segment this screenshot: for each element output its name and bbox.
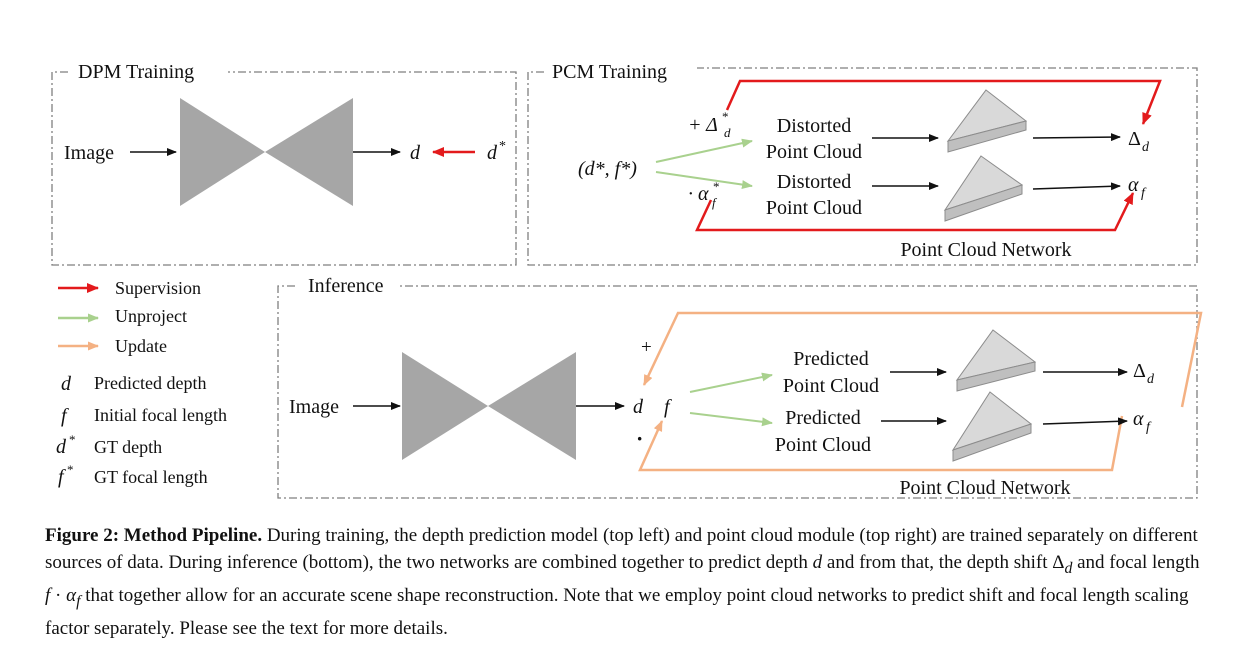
dpm-encoder-shape bbox=[180, 98, 265, 206]
caption-text-2: and from that, the depth shift bbox=[822, 552, 1053, 573]
caption-var-d: d bbox=[812, 552, 823, 573]
legend-symbol-fstar-sup: * bbox=[67, 462, 74, 477]
legend-symbol-fstar: f bbox=[58, 466, 66, 488]
pcm-output-shift: Δ bbox=[1128, 128, 1141, 150]
caption-text-1: During training, the depth prediction mo… bbox=[45, 525, 1198, 573]
dpm-panel-border bbox=[51, 71, 517, 266]
inference-unproject-arrow-bottom bbox=[689, 412, 773, 427]
caption-var-dot: · bbox=[50, 584, 67, 606]
inference-panel: Inference Image d f + · Predicted Point … bbox=[277, 275, 1203, 499]
inference-unproject-arrow-top bbox=[689, 372, 773, 393]
pcm-output-shift-sub: d bbox=[1142, 140, 1150, 155]
pcm-distorted-bottom-line2: Point Cloud bbox=[766, 197, 862, 219]
inference-predicted-top-line1: Predicted bbox=[793, 348, 869, 370]
inference-update-loop-bottom bbox=[638, 415, 1124, 472]
caption-var-f: f bbox=[45, 584, 51, 606]
pcm-point-cloud-network-top bbox=[946, 89, 1028, 153]
pcm-point-cloud-network-bottom bbox=[943, 155, 1024, 222]
pcm-scale-sub: f bbox=[712, 195, 718, 210]
pcm-shift-sup: * bbox=[722, 109, 729, 124]
inference-panel-title: Inference bbox=[308, 275, 384, 297]
pcm-input-label: (d*, f*) bbox=[578, 158, 637, 180]
dpm-input-label: Image bbox=[64, 142, 114, 164]
inference-dot-symbol: · bbox=[636, 426, 643, 451]
pcm-scale-op: · α bbox=[688, 183, 709, 205]
legend-symbol-d: d bbox=[61, 373, 72, 395]
pcm-supervision-loop-bottom bbox=[695, 192, 1135, 232]
legend-symbol-d-label: Predicted depth bbox=[94, 373, 206, 393]
inference-predicted-top-line2: Point Cloud bbox=[783, 375, 879, 397]
dpm-decoder-shape bbox=[265, 98, 353, 206]
inference-point-cloud-network-top bbox=[955, 329, 1037, 392]
inference-decoder-shape bbox=[488, 352, 576, 460]
inference-focal-symbol: f bbox=[664, 396, 672, 418]
legend-symbol-dstar-sup: * bbox=[69, 432, 76, 447]
legend-symbol-dstar: d bbox=[56, 436, 67, 458]
pcm-supervision-loop-top bbox=[725, 79, 1162, 125]
dpm-training-panel: DPM Training Image d d * bbox=[51, 61, 517, 266]
pcm-shift-sub: d bbox=[724, 125, 731, 140]
caption-text-3: and focal length bbox=[1072, 552, 1200, 573]
inference-predicted-bottom-line2: Point Cloud bbox=[775, 434, 871, 456]
inference-output-scale-sub: f bbox=[1146, 420, 1152, 435]
inference-arrow-to-scale bbox=[1042, 417, 1128, 426]
inference-update-loop-top bbox=[642, 311, 1203, 408]
legend-symbol-fstar-label: GT focal length bbox=[94, 467, 208, 487]
legend-symbol-dstar-label: GT depth bbox=[94, 437, 162, 457]
inference-input-label: Image bbox=[289, 396, 339, 418]
dpm-panel-title: DPM Training bbox=[78, 61, 194, 83]
inference-depth-symbol: d bbox=[633, 396, 644, 418]
inference-plus-symbol: + bbox=[641, 337, 652, 358]
pcm-distorted-top-line2: Point Cloud bbox=[766, 141, 862, 163]
legend: Supervision Unproject Update d Predicted… bbox=[56, 278, 227, 488]
legend-symbol-f-label: Initial focal length bbox=[94, 405, 227, 425]
inference-output-shift: Δ bbox=[1133, 360, 1146, 382]
caption-var-delta: Δ bbox=[1052, 552, 1065, 573]
pcm-output-scale-sub: f bbox=[1141, 186, 1147, 201]
legend-update-label: Update bbox=[115, 336, 167, 356]
caption-label: Figure 2: Method Pipeline. bbox=[45, 525, 263, 546]
inference-panel-border bbox=[277, 285, 1198, 499]
inference-network-label: Point Cloud Network bbox=[899, 477, 1070, 499]
legend-supervision-label: Supervision bbox=[115, 278, 201, 298]
inference-encoder-shape bbox=[402, 352, 488, 460]
caption-var-delta-sub: d bbox=[1064, 559, 1073, 577]
pcm-network-label: Point Cloud Network bbox=[900, 239, 1071, 261]
pcm-scale-sup: * bbox=[713, 179, 720, 194]
pcm-panel-border bbox=[527, 67, 1198, 266]
dpm-output-symbol: d bbox=[410, 142, 421, 164]
caption-text-4: that together allow for an accurate scen… bbox=[45, 584, 1189, 639]
inference-point-cloud-network-bottom bbox=[951, 391, 1033, 462]
pcm-unproject-arrow-bottom bbox=[655, 171, 753, 190]
pcm-arrow-to-shift bbox=[1032, 133, 1121, 142]
legend-unproject-label: Unproject bbox=[115, 306, 187, 326]
inference-output-scale: α bbox=[1133, 408, 1144, 430]
caption-var-alpha-sub: f bbox=[76, 592, 81, 610]
dpm-gt-symbol: d bbox=[487, 142, 498, 164]
pcm-shift-op: + Δ bbox=[688, 114, 718, 136]
pcm-arrow-to-scale bbox=[1032, 182, 1121, 191]
caption-var-alpha: α bbox=[66, 584, 77, 606]
pcm-unproject-arrow-top bbox=[655, 138, 753, 163]
inference-output-shift-sub: d bbox=[1147, 372, 1155, 387]
pcm-panel-title: PCM Training bbox=[552, 61, 667, 83]
pcm-distorted-top-line1: Distorted bbox=[777, 115, 851, 137]
pcm-distorted-bottom-line1: Distorted bbox=[777, 171, 851, 193]
pcm-output-scale: α bbox=[1128, 174, 1139, 196]
dpm-gt-sup: * bbox=[499, 139, 506, 154]
pcm-training-panel: PCM Training (d*, f*) + Δ * d · α * f Di… bbox=[527, 61, 1198, 266]
inference-predicted-bottom-line1: Predicted bbox=[785, 407, 861, 429]
legend-symbol-f: f bbox=[61, 405, 69, 427]
figure-caption: Figure 2: Method Pipeline. During traini… bbox=[45, 522, 1205, 642]
